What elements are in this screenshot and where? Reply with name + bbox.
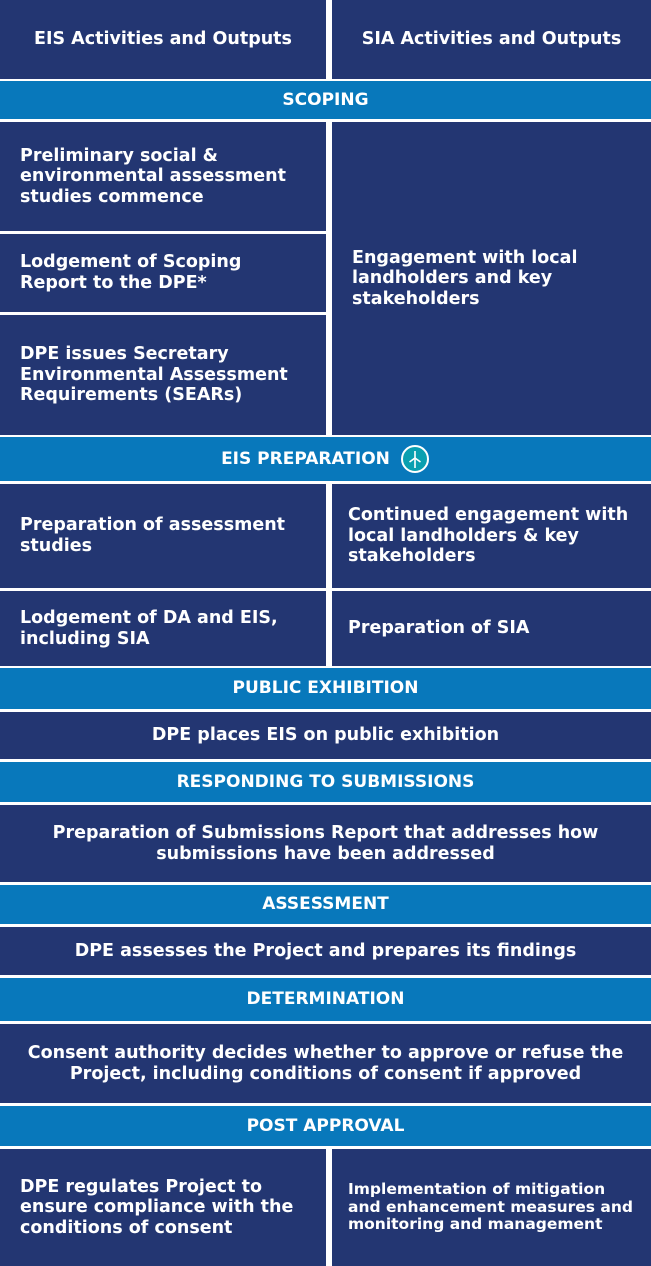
stage-post-approval-label: POST APPROVAL [246, 1115, 405, 1136]
public-exhibition-step: DPE places EIS on public exhibition [0, 712, 651, 759]
scoping-eis-step-1: Preliminary social & environmental asses… [0, 122, 326, 231]
post-approval-sia-step: Implementation of mitigation and enhance… [332, 1149, 651, 1266]
stage-eis-preparation-bar: EIS PREPARATION [0, 437, 651, 481]
scoping-sia-step: Engagement with local landholders and ke… [332, 122, 651, 435]
stage-scoping-label: SCOPING [282, 89, 369, 110]
stage-scoping-bar: SCOPING [0, 81, 651, 119]
responding-step: Preparation of Submissions Report that a… [0, 805, 651, 882]
determination-step: Consent authority decides whether to app… [0, 1024, 651, 1103]
stage-public-exhibition-bar: PUBLIC EXHIBITION [0, 668, 651, 709]
post-approval-eis-step: DPE regulates Project to ensure complian… [0, 1149, 326, 1266]
stage-determination-bar: DETERMINATION [0, 978, 651, 1021]
stage-post-approval-bar: POST APPROVAL [0, 1106, 651, 1146]
wind-turbine-icon [400, 444, 430, 474]
stage-determination-label: DETERMINATION [246, 989, 405, 1010]
stage-responding-bar: RESPONDING TO SUBMISSIONS [0, 762, 651, 802]
scoping-eis-step-3: DPE issues Secretary Environmental Asses… [0, 315, 326, 435]
stage-public-exhibition-label: PUBLIC EXHIBITION [232, 678, 419, 699]
preparation-eis-step-2: Lodgement of DA and EIS, including SIA [0, 591, 326, 666]
preparation-eis-step-1: Preparation of assessment studies [0, 484, 326, 588]
scoping-eis-step-2: Lodgement of Scoping Report to the DPE* [0, 234, 326, 312]
stage-assessment-bar: ASSESSMENT [0, 885, 651, 924]
stage-eis-preparation-label: EIS PREPARATION [221, 448, 390, 469]
preparation-sia-step-1: Continued engagement with local landhold… [332, 484, 651, 588]
assessment-step: DPE assesses the Project and prepares it… [0, 927, 651, 975]
stage-assessment-label: ASSESSMENT [262, 894, 389, 915]
preparation-sia-step-2: Preparation of SIA [332, 591, 651, 666]
sia-column-header: SIA Activities and Outputs [332, 0, 651, 79]
stage-responding-label: RESPONDING TO SUBMISSIONS [176, 771, 475, 792]
eis-column-header: EIS Activities and Outputs [0, 0, 326, 79]
